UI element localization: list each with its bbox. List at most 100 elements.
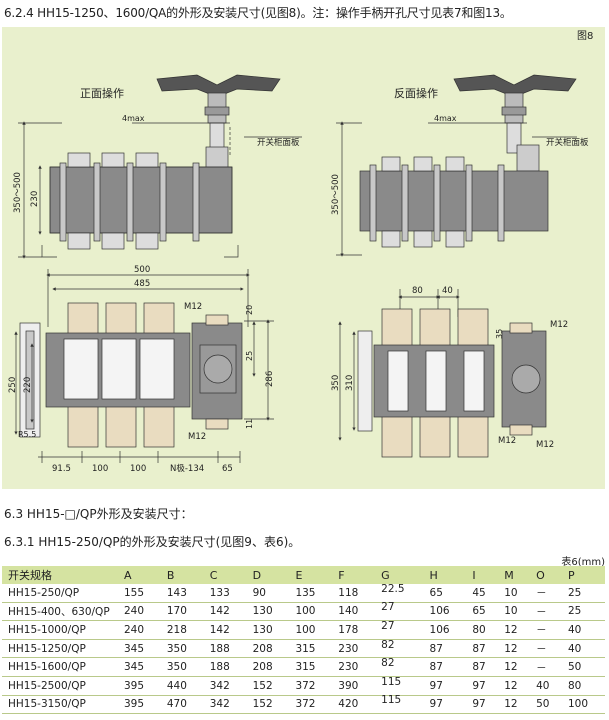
table-cell-value: 40 bbox=[562, 620, 605, 640]
column-header: F bbox=[332, 566, 376, 584]
table-cell-value: 22.5 bbox=[375, 580, 424, 599]
table-cell-value: － bbox=[530, 584, 562, 603]
table-cell-value: 82 bbox=[375, 635, 424, 655]
dim-100-a: 100 bbox=[92, 464, 108, 474]
table-cell-value: 100 bbox=[289, 602, 333, 622]
dim-4max-front: 4max bbox=[122, 114, 145, 123]
figure-8-panel: 图8 正面操作 反面操作 4max 4max 开关柜面板 开关柜面板 350～5… bbox=[2, 27, 605, 489]
table-cell-value: 133 bbox=[203, 584, 247, 603]
table-cell-value: 65 bbox=[466, 602, 499, 622]
table-cell-model: HH15-1000/QP bbox=[2, 620, 118, 640]
table-cell-value: 87 bbox=[466, 657, 499, 677]
table-cell-value: 130 bbox=[246, 620, 290, 640]
front-view-elevation bbox=[18, 74, 302, 259]
table-cell-value: 40 bbox=[562, 639, 605, 659]
table-cell-value: 152 bbox=[246, 676, 290, 696]
table-cell-value: 395 bbox=[118, 676, 161, 696]
dim-350-500-front: 350～500 bbox=[13, 172, 23, 213]
table-cell-value: 115 bbox=[375, 691, 424, 711]
table-cell-value: 315 bbox=[289, 639, 333, 659]
dim-500: 500 bbox=[134, 265, 150, 275]
table-cell-value: 80 bbox=[562, 676, 605, 696]
table-cell-model: HH15-2500/QP bbox=[2, 676, 118, 696]
dim-220: 220 bbox=[23, 377, 33, 393]
table-cell-value: 372 bbox=[289, 676, 333, 696]
table-cell-value: 350 bbox=[160, 639, 204, 659]
table-cell-value: 12 bbox=[498, 676, 531, 696]
table-cell-value: 395 bbox=[118, 695, 161, 715]
table-cell-value: 420 bbox=[332, 695, 376, 715]
table-cell-value: 440 bbox=[160, 676, 204, 696]
table-cell-value: 342 bbox=[203, 695, 247, 715]
section-heading-6-2-4: 6.2.4 HH15-1250、1600/QA的外形及安装尺寸(见图8)。注：操… bbox=[4, 6, 512, 20]
figure-number-label: 图8 bbox=[577, 30, 593, 42]
table-cell-value: 142 bbox=[203, 620, 247, 640]
column-header: A bbox=[118, 566, 161, 584]
table-cell-value: 230 bbox=[332, 657, 376, 677]
dim-485: 485 bbox=[134, 279, 150, 289]
table-cell-value: 97 bbox=[423, 695, 467, 715]
column-header: M bbox=[498, 566, 531, 584]
dim-40: 40 bbox=[442, 286, 453, 296]
column-header: P bbox=[562, 566, 605, 584]
table-cell-value: 188 bbox=[203, 639, 247, 659]
table-cell-value: 10 bbox=[498, 584, 531, 603]
dim-m12-back-bottom: M12 bbox=[536, 440, 554, 450]
column-header: H bbox=[423, 566, 467, 584]
table-cell-value: 97 bbox=[466, 676, 499, 696]
column-header: B bbox=[160, 566, 204, 584]
table-cell-value: 230 bbox=[332, 639, 376, 659]
back-view-elevation bbox=[336, 74, 577, 257]
table-cell-value: 27 bbox=[375, 598, 424, 618]
table-cell-value: 25 bbox=[562, 602, 605, 622]
panel-label-back: 开关柜面板 bbox=[546, 137, 589, 148]
dim-91-5: 91.5 bbox=[52, 464, 71, 474]
table-cell-value: 170 bbox=[160, 602, 204, 622]
dim-65: 65 bbox=[222, 464, 233, 474]
table-cell-value: 140 bbox=[332, 602, 376, 622]
column-header: C bbox=[203, 566, 247, 584]
table-cell-value: 80 bbox=[466, 620, 499, 640]
dim-20: 20 bbox=[245, 305, 254, 315]
table-cell-value: 106 bbox=[423, 602, 467, 622]
dim-35: 35 bbox=[495, 329, 504, 339]
dim-350: 350 bbox=[331, 375, 341, 391]
table-cell-value: 45 bbox=[466, 584, 499, 603]
table-cell-value: 208 bbox=[246, 657, 290, 677]
table-cell-value: 65 bbox=[423, 584, 467, 603]
dim-m12-bottom: M12 bbox=[188, 432, 206, 442]
table-cell-model: HH15-1250/QP bbox=[2, 639, 118, 659]
back-view-title: 反面操作 bbox=[394, 86, 438, 100]
table-cell-value: 90 bbox=[246, 584, 290, 603]
table-cell-value: 342 bbox=[203, 676, 247, 696]
dim-25: 25 bbox=[245, 351, 254, 361]
table-cell-value: 40 bbox=[530, 676, 562, 696]
dim-286: 286 bbox=[265, 371, 275, 387]
table-cell-model: HH15-3150/QP bbox=[2, 695, 118, 715]
table-cell-value: 97 bbox=[423, 676, 467, 696]
figure-8-drawing: 图8 正面操作 反面操作 4max 4max 开关柜面板 开关柜面板 350～5… bbox=[8, 30, 593, 474]
table-cell-value: 87 bbox=[466, 639, 499, 659]
table-cell-value: 12 bbox=[498, 639, 531, 659]
table-cell-value: 106 bbox=[423, 620, 467, 640]
table-cell-value: 390 bbox=[332, 676, 376, 696]
table-cell-value: 115 bbox=[375, 672, 424, 692]
dim-230-front: 230 bbox=[30, 191, 40, 207]
table-cell-value: 345 bbox=[118, 639, 161, 659]
section-heading-6-3-1: 6.3.1 HH15-250/QP的外形及安装尺寸(见图9、表6)。 bbox=[4, 535, 301, 549]
column-header: D bbox=[246, 566, 290, 584]
table-cell-value: 12 bbox=[498, 620, 531, 640]
dim-m12-back-top: M12 bbox=[550, 320, 568, 330]
table-cell-value: 87 bbox=[423, 657, 467, 677]
table-cell-value: 208 bbox=[246, 639, 290, 659]
dim-4max-back: 4max bbox=[434, 114, 457, 123]
table-cell-value: 25 bbox=[562, 584, 605, 603]
table-cell-value: 100 bbox=[289, 620, 333, 640]
dim-250: 250 bbox=[8, 377, 18, 393]
table-cell-value: 178 bbox=[332, 620, 376, 640]
